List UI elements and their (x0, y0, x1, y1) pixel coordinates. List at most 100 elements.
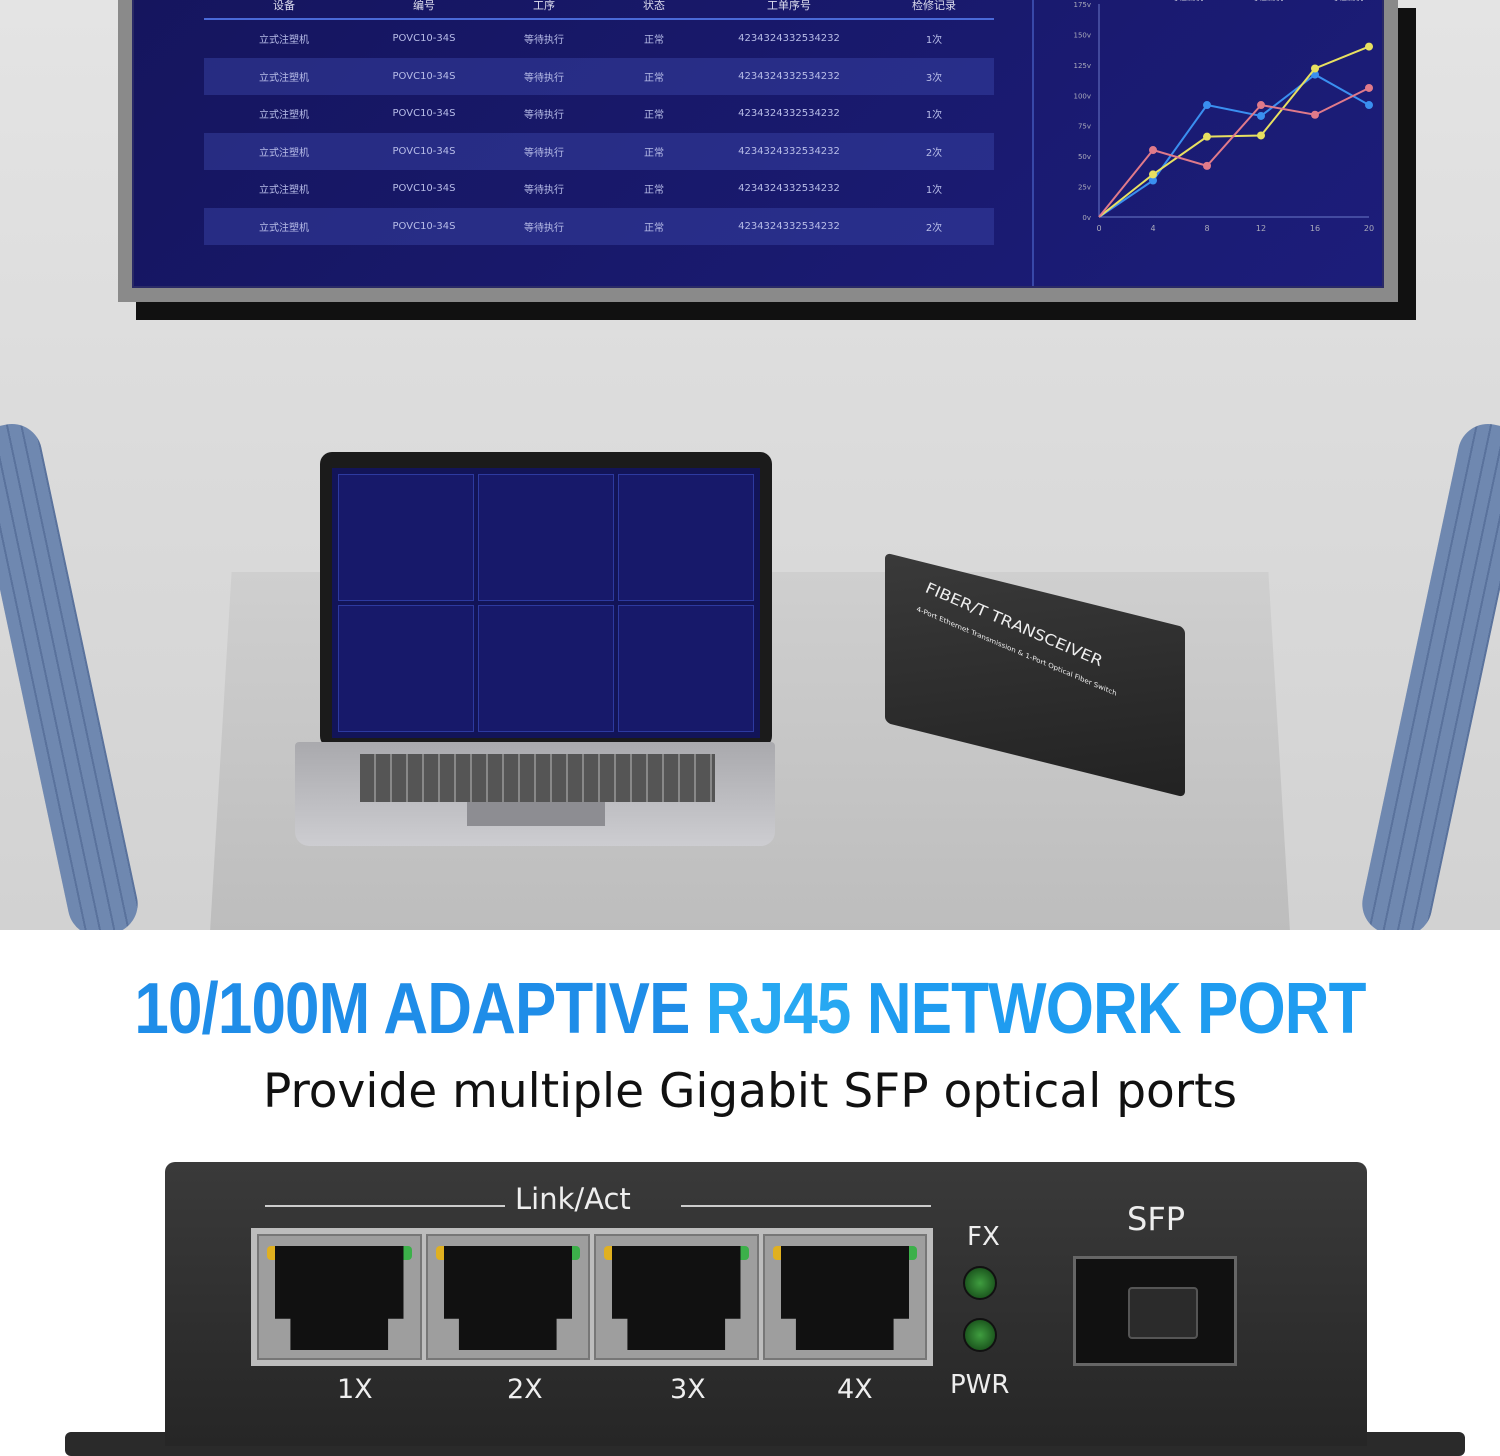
front-panel: Link/Act 1X 2X 3X 4X FX PWR SFP (165, 1162, 1367, 1446)
x-tick-label: 16 (1310, 224, 1320, 233)
rj45-port-3[interactable] (594, 1234, 759, 1360)
table-cell: 等待执行 (524, 147, 564, 159)
header-cell: 设备 (273, 0, 295, 12)
data-point (1203, 132, 1211, 141)
pwr-led (963, 1318, 997, 1352)
keyboard (360, 754, 715, 802)
legend-label: 1号检测机 (1166, 0, 1203, 2)
data-point (1257, 131, 1265, 140)
monitor-line-chart: 0v25v50v75v100v125v150v175v0481216201号检测… (1073, 0, 1374, 233)
x-tick-label: 12 (1256, 224, 1266, 233)
table-cell: POVC10-34S (392, 183, 456, 195)
data-point (1311, 64, 1319, 73)
header-cell: 状态 (643, 0, 665, 12)
header-cell: 工序 (533, 0, 555, 12)
rj45-port-1[interactable] (257, 1234, 422, 1360)
data-point (1203, 161, 1211, 170)
link-line-left (265, 1205, 505, 1207)
table-cell: 4234324332534232 (738, 33, 840, 45)
x-tick-label: 0 (1096, 224, 1101, 233)
rj45-port-4[interactable] (762, 1234, 927, 1360)
table-cell: 1次 (925, 185, 943, 197)
table-cell: POVC10-34S (392, 108, 456, 120)
table-cell: 等待执行 (524, 72, 564, 84)
data-point (1203, 101, 1211, 110)
table-cell: 正常 (644, 147, 664, 159)
table-cell: 1次 (925, 110, 943, 122)
table-cell: POVC10-34S (392, 33, 456, 45)
sfp-label: SFP (1127, 1200, 1186, 1238)
legend-label: 3号检测机 (1326, 0, 1363, 2)
pwr-label: PWR (950, 1370, 1010, 1400)
data-point (1311, 70, 1319, 79)
table-cell: 立式注塑机 (259, 185, 309, 197)
link-line-right (681, 1205, 931, 1207)
data-point (1149, 170, 1157, 179)
table-cell: 正常 (644, 110, 664, 122)
table-row: 立式注塑机 POVC10-34S 等待执行 正常 4234324332534232 3次 (204, 57, 994, 95)
table-cell: 立式注塑机 (259, 110, 309, 122)
touchpad (467, 802, 605, 826)
laptop-screen (320, 452, 772, 748)
table-cell: 4234324332534232 (738, 145, 840, 157)
table-cell: 立式注塑机 (259, 147, 309, 159)
port-label: 4X (837, 1374, 873, 1405)
laptop-base (295, 742, 775, 846)
table-cell: 立式注塑机 (259, 72, 309, 84)
screen-divider (1032, 0, 1034, 286)
y-tick-label: 75v (1078, 123, 1091, 131)
y-tick-label: 50v (1078, 153, 1091, 161)
fx-label: FX (967, 1222, 1000, 1252)
y-tick-label: 175v (1073, 1, 1091, 9)
table-cell: 1次 (925, 35, 943, 47)
x-tick-label: 4 (1150, 224, 1155, 233)
y-tick-label: 0v (1082, 214, 1091, 222)
header-cell: 编号 (413, 0, 435, 12)
table-cell: 正常 (644, 72, 664, 84)
table-cell: 等待执行 (524, 185, 564, 197)
y-tick-label: 125v (1073, 62, 1091, 70)
table-cell: POVC10-34S (392, 70, 456, 82)
rj45-port-2[interactable] (425, 1234, 590, 1360)
data-point (1149, 176, 1157, 185)
link-act-label: Link/Act (515, 1182, 631, 1216)
subtitle: Provide multiple Gigabit SFP optical por… (262, 1064, 1238, 1119)
x-tick-label: 8 (1204, 224, 1209, 233)
headline: 10/100M ADAPTIVE RJ45 NETWORK PORT (134, 969, 1366, 1049)
table-header: 设备 编号 工序 状态 工单序号 检修记录 (204, 0, 994, 20)
table-cell: 正常 (644, 35, 664, 47)
fx-led (963, 1266, 997, 1300)
table-row: 立式注塑机 POVC10-34S 等待执行 正常 4234324332534232 1次 (204, 95, 994, 133)
table-cell: 2次 (925, 222, 943, 234)
data-point (1365, 83, 1373, 92)
x-tick-label: 20 (1364, 224, 1374, 233)
table-cell: POVC10-34S (392, 220, 456, 232)
port-label: 2X (507, 1374, 543, 1405)
series-line (1098, 73, 1370, 218)
rj45-port-group (251, 1228, 933, 1366)
table-cell: 3次 (925, 72, 943, 84)
data-point (1149, 146, 1157, 155)
chair-right (1356, 418, 1500, 930)
chair-left (0, 418, 144, 930)
table-cell: 立式注塑机 (259, 35, 309, 47)
table-cell: 正常 (644, 222, 664, 234)
sfp-port[interactable] (1073, 1256, 1237, 1366)
legend-label: 2号检测机 (1246, 0, 1283, 2)
header-cell: 检修记录 (912, 0, 956, 12)
port-label: 3X (670, 1374, 706, 1405)
data-point (1257, 111, 1265, 120)
y-tick-label: 25v (1078, 184, 1091, 192)
table-cell: 4234324332534232 (738, 108, 840, 120)
table-cell: 等待执行 (524, 110, 564, 122)
table-cell: POVC10-34S (392, 145, 456, 157)
table-cell: 4234324332534232 (738, 70, 840, 82)
